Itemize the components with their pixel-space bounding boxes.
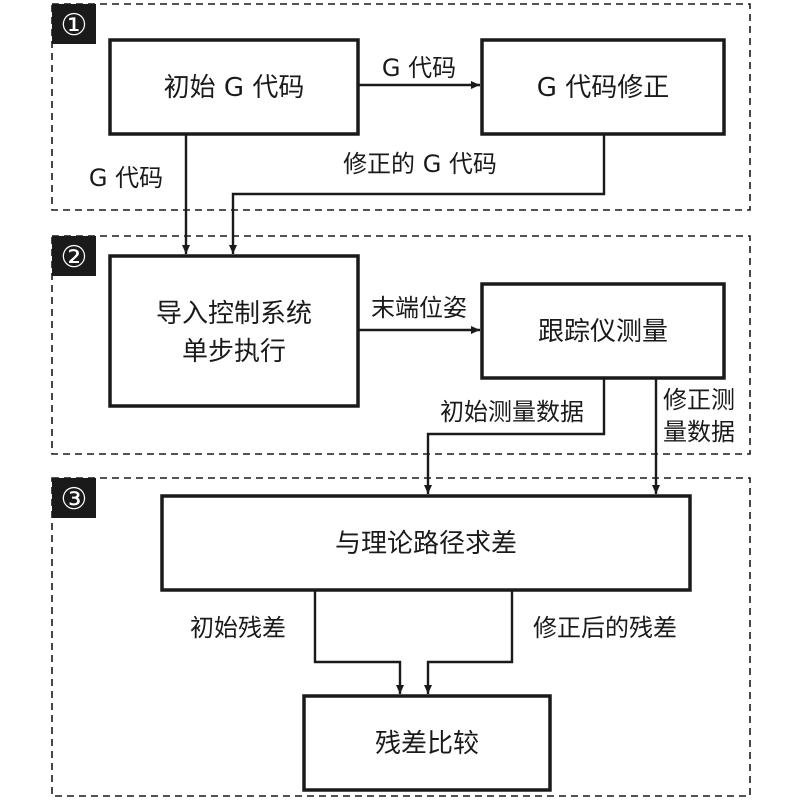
box-diff-theory-label: 与理论路径求差 xyxy=(335,529,517,559)
edge-diff-to-compare-initial xyxy=(313,590,404,694)
edge-label-initial-measure-data: 初始测量数据 xyxy=(440,398,584,426)
box-gcode-correction: G 代码修正 xyxy=(480,38,726,136)
section-2-frame xyxy=(51,235,751,455)
box-initial-gcode: 初始 G 代码 xyxy=(108,38,360,136)
edge-label-initial-residual: 初始残差 xyxy=(190,614,286,642)
section-3-frame xyxy=(51,477,751,797)
edge-label-end-pose: 末端位姿 xyxy=(371,294,467,322)
box-diff-theory: 与理论路径求差 xyxy=(160,494,692,592)
edge-label-gcode-top: G 代码 xyxy=(382,54,456,82)
box-residual-compare-label: 残差比较 xyxy=(375,729,479,759)
section-1-frame xyxy=(51,3,751,211)
section-2-badge-label: ② xyxy=(61,240,88,275)
edge-correction-to-import xyxy=(229,134,606,254)
edge-label-corrected-gcode: 修正的 G 代码 xyxy=(343,150,497,178)
section-1-badge: ① xyxy=(52,4,96,44)
box-residual-compare: 残差比较 xyxy=(302,694,552,792)
section-3-badge-label: ③ xyxy=(61,482,88,517)
edge-label-gcode-left: G 代码 xyxy=(89,164,163,192)
edge-label-corrected-measure-line2: 量数据 xyxy=(663,418,735,446)
box-import-control: 导入控制系统 单步执行 xyxy=(108,254,360,408)
box-gcode-correction-label: G 代码修正 xyxy=(537,73,669,103)
box-import-control-line2: 单步执行 xyxy=(182,337,286,367)
box-tracker-measure-label: 跟踪仪测量 xyxy=(538,317,668,347)
edge-label-corrected-residual: 修正后的残差 xyxy=(533,614,677,642)
section-2-badge: ② xyxy=(52,236,96,276)
edge-diff-to-compare-corrected xyxy=(424,590,514,694)
section-3-badge: ③ xyxy=(52,478,96,518)
box-tracker-measure: 跟踪仪测量 xyxy=(480,282,726,380)
edge-tracker-to-diff-initial xyxy=(424,378,606,494)
box-import-control-line1: 导入控制系统 xyxy=(156,299,312,329)
edge-label-corrected-measure-line1: 修正测 xyxy=(663,386,735,414)
section-1-badge-label: ① xyxy=(61,8,88,43)
box-initial-gcode-label: 初始 G 代码 xyxy=(164,73,305,103)
